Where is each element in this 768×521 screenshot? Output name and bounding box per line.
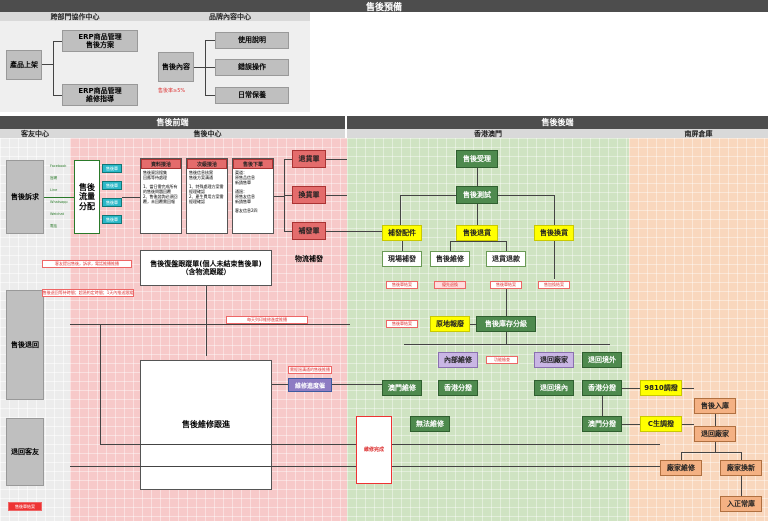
order-column: 售後下單 渠道： 原售品信息 新銷售單 通過： 原售友信息 新銷售單 客友信息2…	[232, 158, 274, 234]
repair-reminder-node[interactable]: 維修進度催	[288, 378, 332, 392]
contact-body: 售後資訊搜集 回應等待處理 1、當日需完成所有的售後問題回覆 2、售後諮詢必須回…	[143, 170, 178, 204]
logistics-resend-label: 物流補發	[295, 255, 323, 263]
refund-order-node[interactable]: 退貨單	[292, 150, 326, 168]
secondary-contact-column: 次級接洽 售後信息核實 售後方案溝通 1、特殊處理方案需經理確認 2、產生費用方…	[186, 158, 228, 234]
order-title: 售後下單	[233, 159, 273, 169]
channel-list: Facebook 官網 Line Whatsapp Weichat 電話	[50, 160, 72, 234]
prep-col-header-1: 跨部門協作中心	[0, 12, 150, 21]
maintenance-node[interactable]: 日常保養	[215, 87, 289, 104]
repair-note: 功能檢查	[486, 356, 518, 364]
close-tag-1: 售後單結案	[386, 281, 418, 289]
field-resend-node[interactable]: 現場補發	[382, 251, 422, 267]
customer-request-node[interactable]: 售後訴求	[6, 160, 44, 234]
hk-grading2-node[interactable]: 香港分撥	[582, 380, 622, 396]
return-refund-node[interactable]: 退貨退款	[486, 251, 526, 267]
order-body: 渠道： 原售品信息 新銷售單 通過： 原售友信息 新銷售單 客友信息2四	[235, 170, 258, 214]
prep-col-header-2: 品牌內容中心	[150, 12, 310, 21]
hk-macau-header: 香港澳門	[347, 129, 629, 138]
return-factory2-node[interactable]: 退回廠家	[694, 426, 736, 442]
close-tag-2: 優先退換	[434, 281, 466, 289]
repair-tracking-node[interactable]: 售後維修跟進	[140, 360, 272, 490]
error-node[interactable]: 錯誤操作	[215, 59, 289, 76]
cust-center-header: 客友中心	[0, 129, 70, 138]
close-tag-5: 售後單結案	[386, 320, 418, 328]
return-abroad-node[interactable]: 退回境外	[582, 352, 622, 368]
dist-tags: 售後單 售後單 售後單 售後單	[102, 160, 122, 234]
aftersales-content-node[interactable]: 售後內容	[158, 52, 194, 82]
secondary-body: 售後信息核實 售後方案溝通 1、特殊處理方案需經理確認 2、產生費用方案需經理確…	[189, 170, 224, 204]
resend-order-node[interactable]: 補發單	[292, 222, 326, 240]
tag: 售後單	[102, 198, 122, 207]
secondary-title: 次級接洽	[187, 159, 227, 169]
close-tag-4: 售加換結案	[538, 281, 570, 289]
note-request: 客友提出售後，訴求，電話推播推播	[42, 260, 132, 268]
usage-node[interactable]: 使用說明	[215, 32, 289, 49]
c-adjust-node[interactable]: C生調撥	[640, 416, 682, 432]
internal-repair-node[interactable]: 內部維修	[438, 352, 478, 368]
traffic-distribution-node[interactable]: 售後 流量 分配	[74, 160, 100, 234]
note-comm: 需經過溝通的售後推播	[288, 366, 332, 374]
close-tag: 售後單結案	[8, 502, 42, 511]
tag: 售後單	[102, 181, 122, 190]
stock-grading-node[interactable]: 售後庫存分級	[476, 316, 536, 332]
customer-return-node[interactable]: 售後退回	[6, 290, 44, 400]
return-factory-node[interactable]: 退回廠家	[534, 352, 574, 368]
front-header: 售後前端	[0, 116, 345, 129]
tracker-node[interactable]: 售後復盤跟蹤單(個人未結束售後單) （含物流跟蹤）	[140, 250, 272, 286]
back-header: 售後後端	[347, 116, 768, 129]
note-return: 售後退回等待時間；超過約定時間；1天內推送跟蹤	[42, 289, 134, 297]
product-launch-node[interactable]: 產品上架	[6, 50, 42, 80]
content-note: 售後率≥5%	[158, 88, 186, 94]
origin-process-node[interactable]: 原地報廢	[430, 316, 470, 332]
return-customer-node[interactable]: 退回客友	[6, 418, 44, 486]
channel-label: 官網	[50, 176, 57, 180]
repair-done-node[interactable]: 維修完成	[356, 416, 392, 484]
channel-label: Line	[50, 188, 58, 192]
erp-repair-node[interactable]: ERP商品管理 維修指導	[62, 84, 138, 106]
resend-parts-node[interactable]: 補發配件	[382, 225, 422, 241]
page-title: 售後預備	[0, 0, 768, 13]
hk-grading-node[interactable]: 香港分撥	[438, 380, 478, 396]
contact-column: 資料接洽 售後資訊搜集 回應等待處理 1、當日需完成所有的售後問題回覆 2、售後…	[140, 158, 182, 234]
note-daily: 每天列印維修進度推播	[226, 316, 308, 324]
channel-label: Weichat	[50, 212, 65, 216]
contact-title: 資料接洽	[141, 159, 181, 169]
erp-aftersales-node[interactable]: ERP商品管理 售後方案	[62, 30, 138, 52]
stock-in-node[interactable]: 售後入庫	[694, 398, 736, 414]
aftersales-test-node[interactable]: 售後測試	[456, 186, 498, 204]
tag: 售後單	[102, 215, 122, 224]
tag: 售後單	[102, 164, 122, 173]
return-domestic-node[interactable]: 退回境內	[534, 380, 574, 396]
aftersales-center-header: 售後中心	[70, 129, 345, 138]
channel-label: Facebook	[50, 164, 67, 168]
after-repair-node[interactable]: 售後維修	[430, 251, 470, 267]
factory-repair-node[interactable]: 廠家維修	[660, 460, 702, 476]
enter-stock-node[interactable]: 入正常庫	[720, 496, 762, 512]
macau-repair-node[interactable]: 澳門維修	[382, 380, 422, 396]
exchange-order-node[interactable]: 換貨單	[292, 186, 326, 204]
cannot-repair-node[interactable]: 無法維修	[410, 416, 450, 432]
close-tag-3: 售後單結案	[490, 281, 522, 289]
factory-exchange-node[interactable]: 廠家換新	[720, 460, 762, 476]
south-warehouse-header: 南屏倉庫	[629, 129, 768, 138]
channel-label: 電話	[50, 224, 57, 228]
s9810-node[interactable]: 9810調撥	[640, 380, 682, 396]
exchange-goods-node[interactable]: 售後換貨	[534, 225, 574, 241]
aftersales-accept-node[interactable]: 售後受理	[456, 150, 498, 168]
macau-grading-node[interactable]: 澳門分撥	[582, 416, 622, 432]
refund-goods-node[interactable]: 售後退貨	[456, 225, 498, 241]
channel-label: Whatsapp	[50, 200, 68, 204]
